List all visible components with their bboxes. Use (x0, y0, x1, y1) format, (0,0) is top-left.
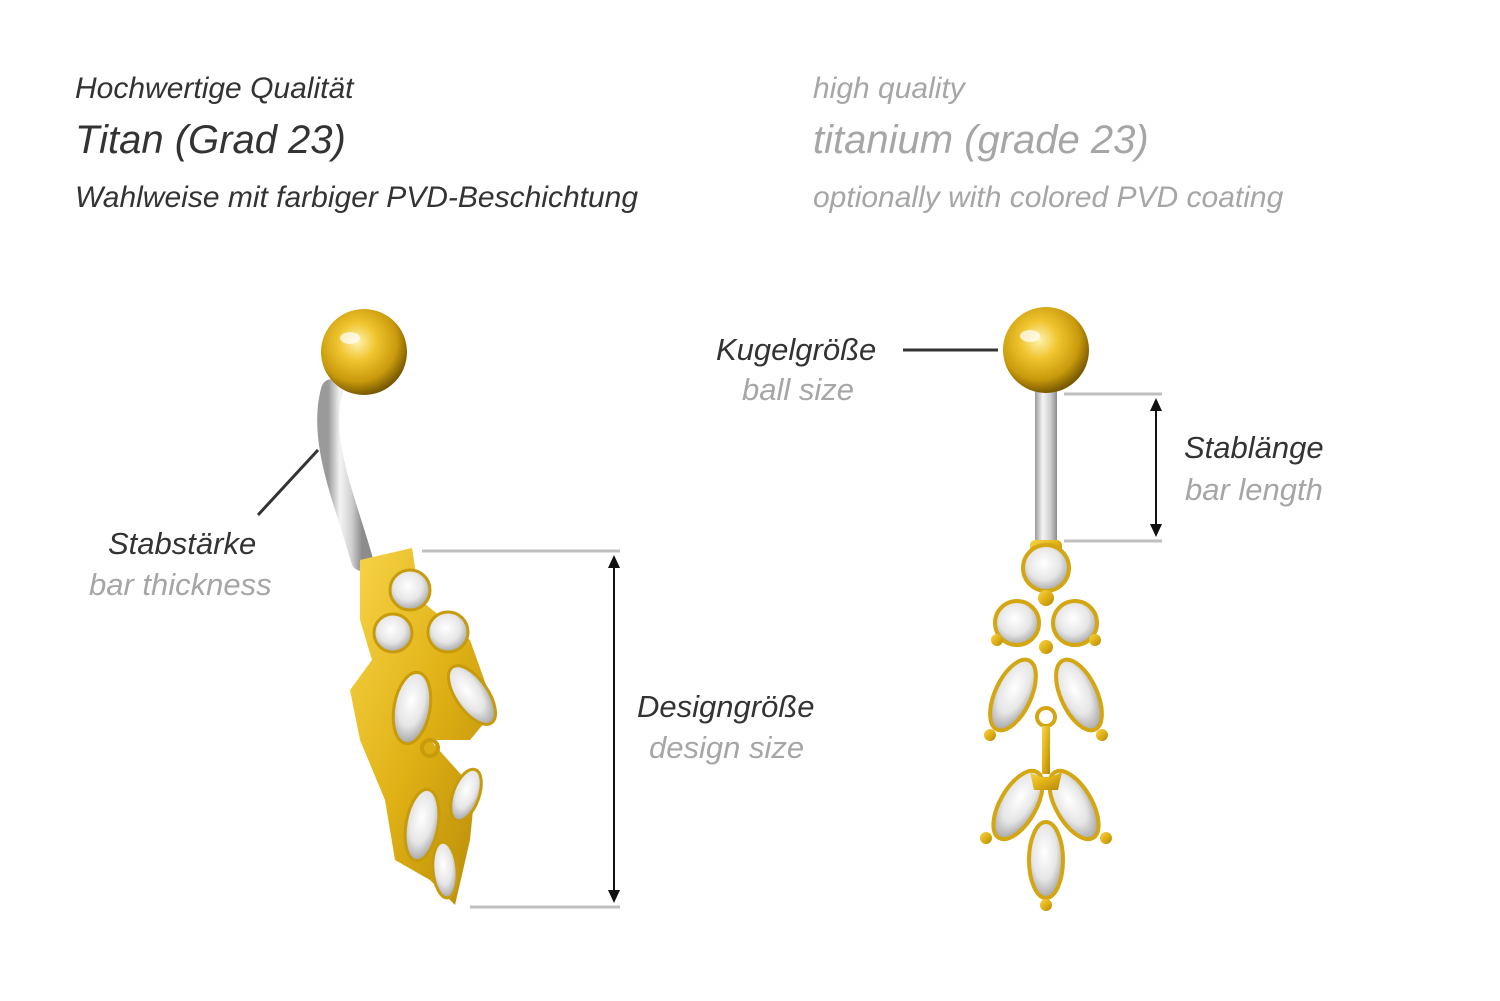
header-coating-de: Wahlweise mit farbiger PVD-Beschichtung (75, 181, 639, 214)
ball-size-label-en: ball size (742, 372, 854, 407)
bar-length-arrow (1150, 398, 1162, 537)
bar-length-label-en: bar length (1185, 472, 1323, 507)
header-quality-de: Hochwertige Qualität (75, 72, 354, 105)
right-piercing (980, 307, 1112, 911)
bar-thickness-pointer (256, 448, 320, 517)
bar-thickness-label-en: bar thickness (89, 567, 272, 602)
right-ball (1003, 307, 1089, 393)
header-material-en: titanium (grade 23) (813, 118, 1149, 162)
bar-length-label-de: Stablänge (1184, 430, 1324, 465)
bar-thickness-label-de: Stabstärke (108, 526, 257, 561)
left-design (350, 548, 497, 905)
ball-size-label-de: Kugelgröße (716, 332, 877, 367)
right-design (980, 540, 1112, 911)
design-size-arrow (608, 555, 620, 903)
design-size-label-de: Designgröße (637, 689, 815, 724)
design-size-label-en: design size (649, 730, 805, 765)
header-material-de: Titan (Grad 23) (75, 118, 346, 162)
left-piercing (317, 309, 497, 905)
left-bar (317, 379, 373, 571)
header-quality-en: high quality (813, 72, 965, 105)
right-bar (1035, 380, 1057, 542)
left-ball (321, 309, 407, 395)
header-coating-en: optionally with colored PVD coating (813, 181, 1284, 214)
